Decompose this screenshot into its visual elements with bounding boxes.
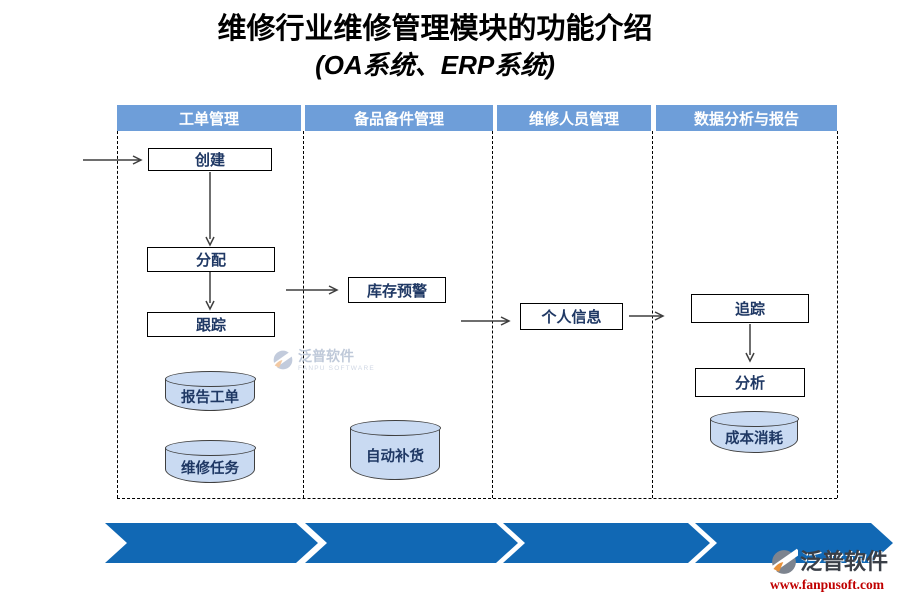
node-repair-task-cylinder: 维修任务 (164, 440, 256, 483)
page-title: 维修行业维修管理模块的功能介绍 (OA系统、ERP系统) (0, 10, 870, 82)
lane-header-analytics: 数据分析与报告 (656, 105, 837, 131)
cylinder-label: 报告工单 (181, 390, 239, 406)
arrow-trace-to-analyze (745, 324, 755, 363)
lane-header-spare-parts: 备品备件管理 (305, 105, 493, 131)
watermark-brand-en: FANPU SOFTWARE (298, 365, 375, 372)
process-chevron-3 (503, 523, 710, 563)
watermark: 泛普软件 FANPU SOFTWARE (272, 348, 375, 373)
lane-divider-1 (303, 131, 304, 498)
lane-header-personnel: 维修人员管理 (497, 105, 651, 131)
lane-divider-right (837, 131, 838, 498)
lane-bottom-border (117, 498, 837, 499)
node-personal-info-box: 个人信息 (520, 303, 623, 330)
arrow-create-to-assign (205, 172, 215, 247)
title-line-1: 维修行业维修管理模块的功能介绍 (217, 13, 653, 45)
footer-brand: 泛普软件 (800, 549, 889, 574)
lane-divider-3 (652, 131, 653, 498)
footer-url-link[interactable]: www.fanpusoft.com (770, 577, 885, 592)
footer-logo: 泛普软件 www.fanpusoft.com (770, 548, 888, 592)
fanpu-logo-icon (272, 349, 294, 371)
lane-header-work-order: 工单管理 (117, 105, 301, 131)
node-auto-replenish-cylinder: 自动补货 (349, 420, 441, 480)
arrow-assign-to-track (205, 272, 215, 311)
process-chevron-2 (305, 523, 518, 563)
process-chevron-1 (105, 523, 318, 563)
arrow-into-inventory-alert (286, 285, 339, 295)
cylinder-label: 维修任务 (181, 460, 239, 477)
node-trace-box: 追踪 (691, 294, 809, 323)
node-report-workorder-cylinder: 报告工单 (164, 371, 256, 411)
title-line-2: (OA系统、ERP系统) (315, 50, 555, 80)
lane-divider-left (117, 131, 118, 498)
lane-divider-2 (492, 131, 493, 498)
node-analyze-box: 分析 (695, 368, 805, 397)
node-assign-box: 分配 (147, 247, 275, 272)
cylinder-label: 成本消耗 (725, 431, 783, 447)
arrow-into-personal-info (461, 316, 511, 326)
arrow-into-create (83, 155, 143, 165)
node-create-box: 创建 (148, 148, 272, 171)
node-inventory-alert-box: 库存预警 (348, 277, 446, 303)
cylinder-label: 自动补货 (366, 449, 424, 465)
watermark-brand: 泛普软件 (298, 348, 354, 364)
arrow-out-of-personal-info (629, 311, 665, 321)
node-track-box: 跟踪 (147, 312, 275, 337)
node-cost-consumption-cylinder: 成本消耗 (709, 411, 799, 453)
fanpu-logo-icon (770, 548, 798, 575)
